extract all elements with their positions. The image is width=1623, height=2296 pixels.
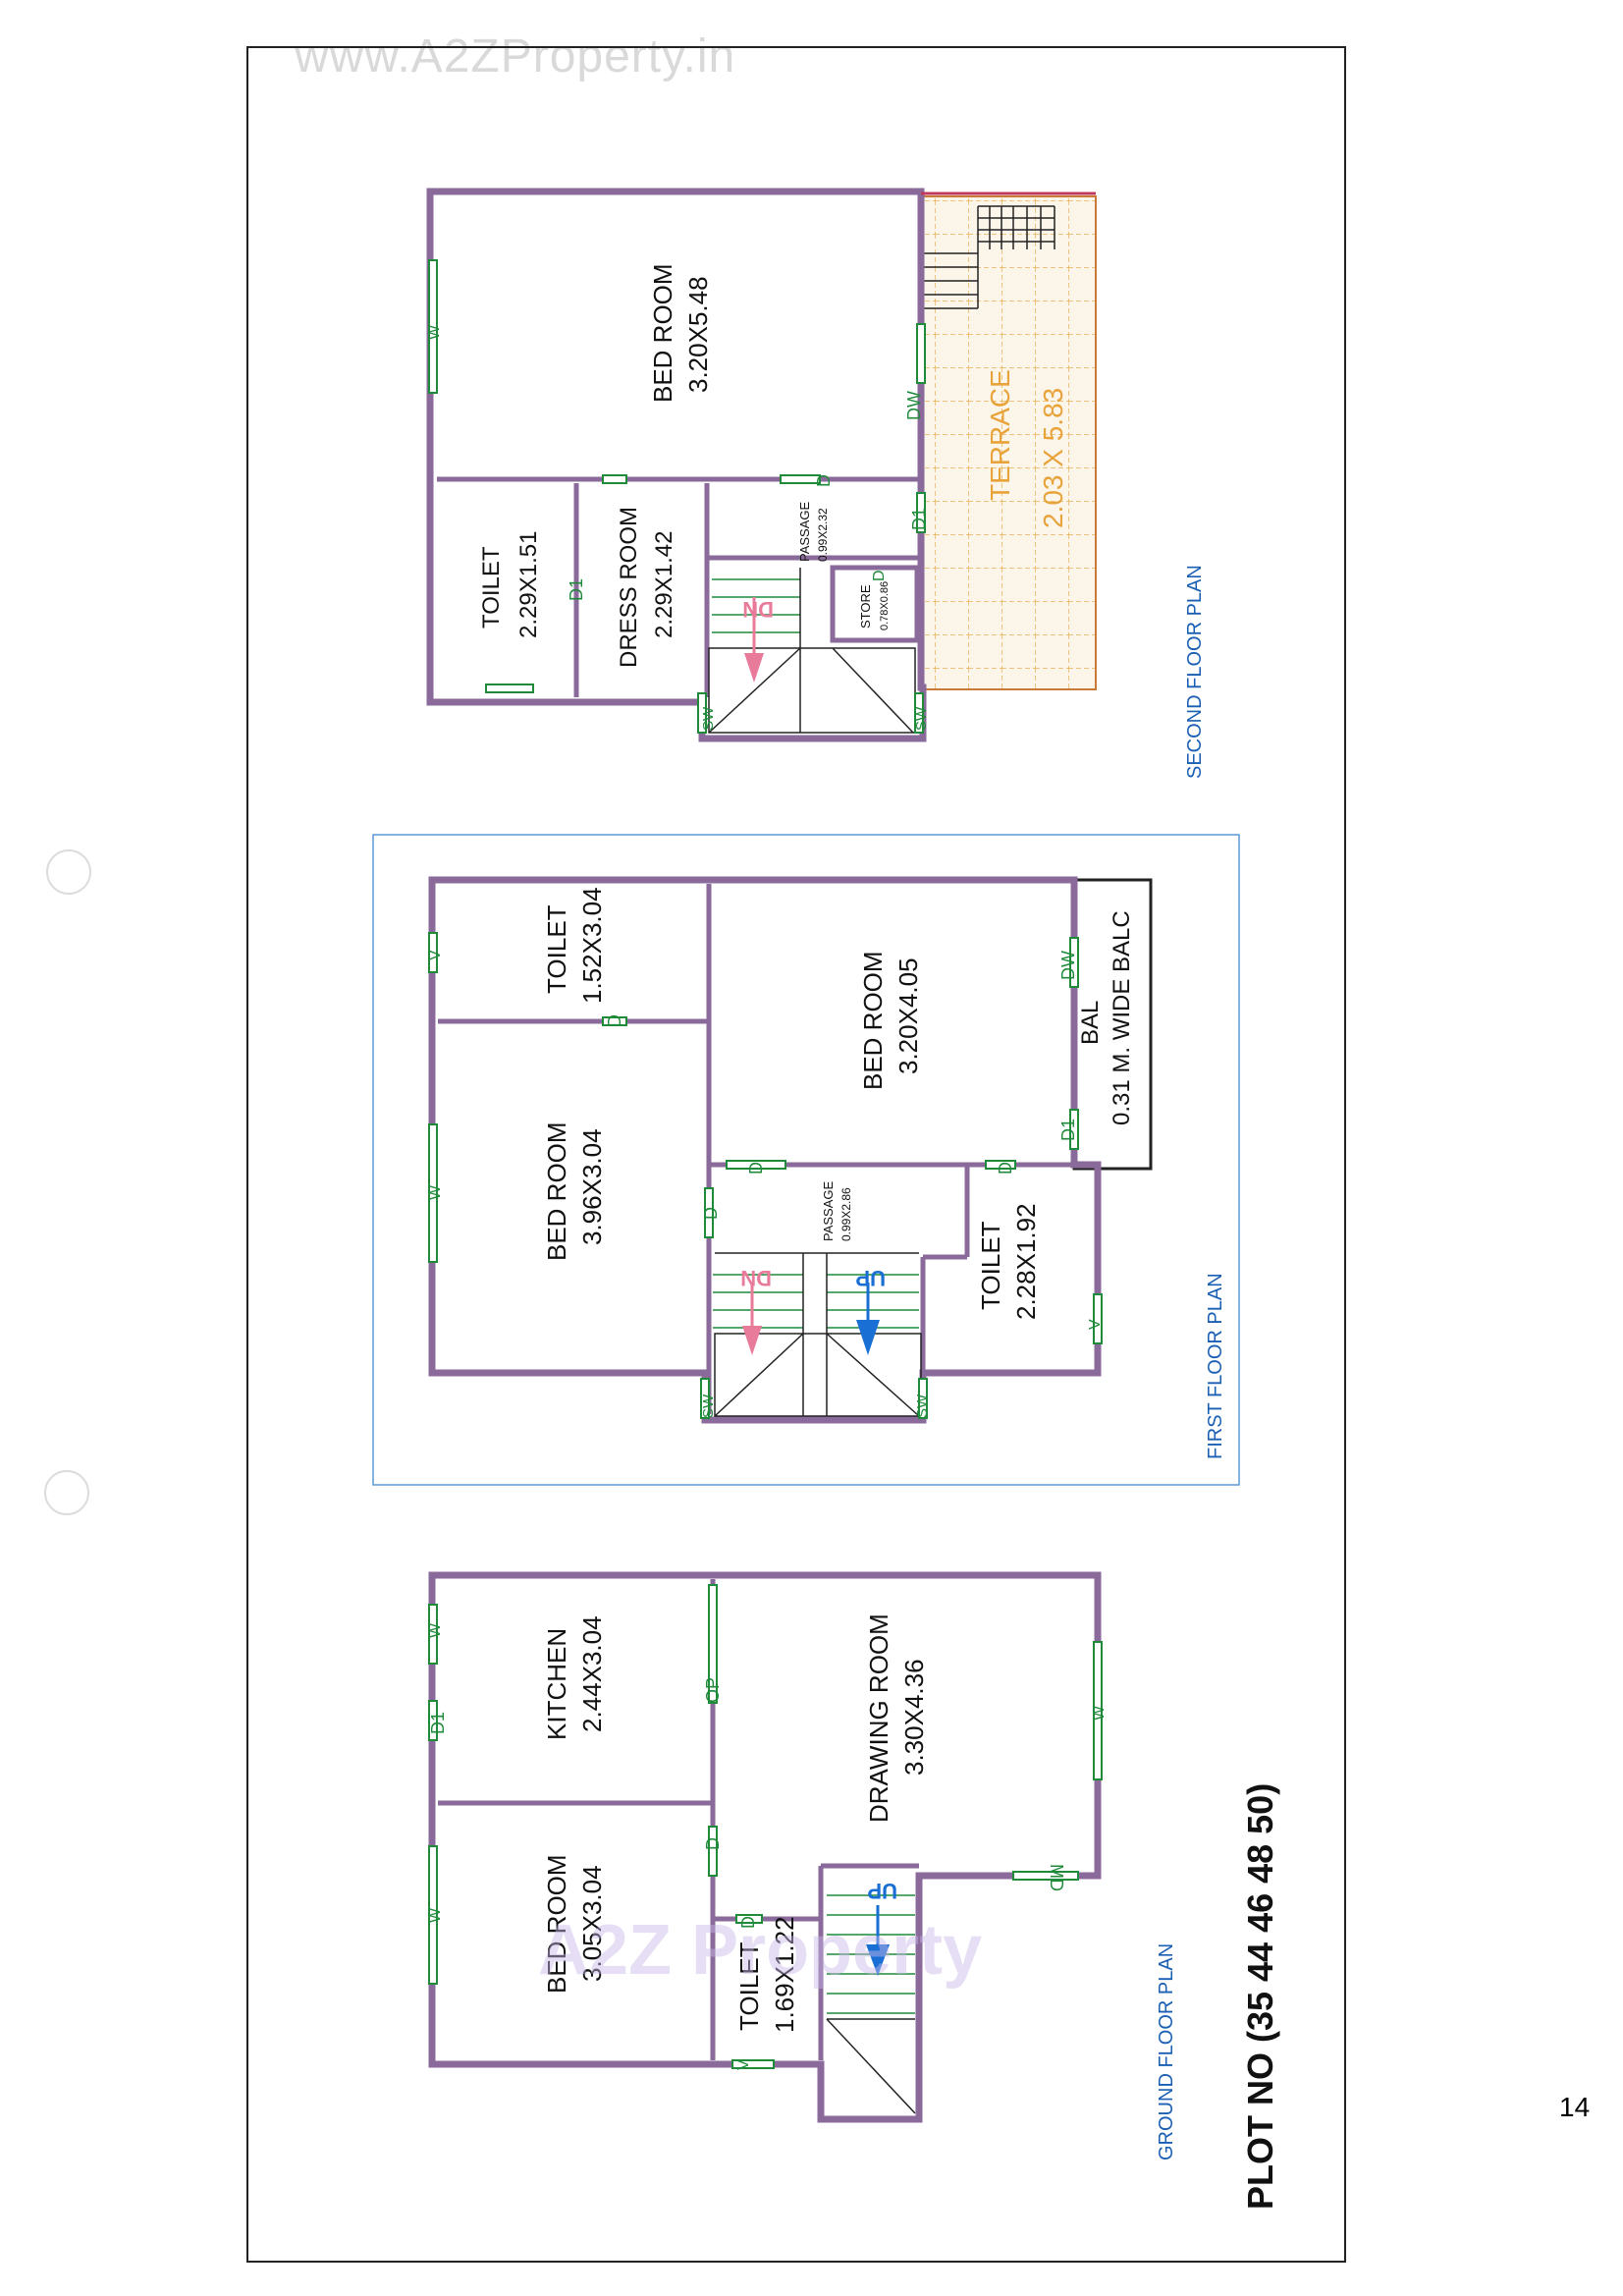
ff-mark-d-bed: D [746,1162,766,1175]
sf-terrace-size: 2.03 X 5.83 [1038,388,1068,528]
ff-mark-d-toilet: D [605,1014,624,1027]
terrace-floor [922,195,1097,690]
ground-floor-caption: GROUND FLOOR PLAN [1156,1943,1177,2160]
watermark-site: www.A2ZProperty.in [295,30,736,82]
ff-mark-d1: D1 [1058,1119,1078,1141]
ff-bedroom-left-name: BED ROOM [542,1121,571,1261]
sf-passage-size: 0.99X2.32 [816,508,830,562]
ff-mark-d-toilet2: D [996,1162,1015,1175]
sf-toilet-name: TOILET [478,546,505,629]
page-border [246,46,1346,2263]
second-floor-caption: SECOND FLOOR PLAN [1184,565,1206,779]
first-floor-frame [372,834,1240,1486]
second-floor-internal-walls [437,476,921,697]
watermark-logo: A2Z Property [538,1911,982,1990]
ff-toilet-bottom-name: TOILET [976,1221,1005,1310]
ff-mark-dn: DN [740,1266,772,1290]
sf-mark-d1-toilet: D1 [567,578,586,601]
second-floor-plan: W D1 D DW D1 D SW SW DN BED ROOM 3.20X5.… [426,188,1206,779]
first-floor-plan: V W D DW D1 D D D V SW SW DN UP TOILET 1… [372,834,1240,1486]
gf-toilet-name: TOILET [734,1941,764,2031]
ff-toilet-top-name: TOILET [542,904,571,994]
gf-mark-md: MD [1047,1864,1066,1891]
punch-hole-top [46,849,91,895]
sf-bedroom-size: 3.20X5.48 [683,276,713,393]
gf-drawing-size: 3.30X4.36 [899,1659,929,1776]
gf-kitchen-name: KITCHEN [542,1628,571,1740]
sf-store-name: STORE [858,584,873,629]
first-floor-caption: FIRST FLOOR PLAN [1205,1273,1226,1459]
ff-toilet-top-size: 1.52X3.04 [577,887,607,1004]
ground-floor-outer-wall [428,1571,1102,2123]
ff-mark-sw-left: SW [700,1394,717,1418]
ff-mark-sw-right: SW [914,1394,931,1418]
sf-mark-d-store: D [871,570,888,581]
sf-dress-name: DRESS ROOM [616,507,642,668]
gf-bedroom-name: BED ROOM [542,1854,571,1994]
first-floor-outer-wall [428,876,1102,1424]
sf-mark-dw: DW [904,391,924,420]
sf-passage-name: PASSAGE [797,501,812,562]
sf-dress-size: 2.29X1.42 [651,531,677,638]
ff-balcony-name: BAL [1077,1001,1104,1045]
sf-store-size: 0.78X0.86 [879,581,891,630]
gf-mark-d1: D1 [428,1712,448,1734]
ff-bedroom-left-size: 3.96X3.04 [577,1128,607,1245]
gf-mark-w-bed: W [427,1907,444,1923]
ff-mark-v-right: V [1087,1319,1104,1330]
sf-terrace-name: TERRACE [985,369,1015,501]
first-floor-stair [713,1274,919,1329]
terrace-stair [923,205,1055,309]
gf-mark-d: D [703,1837,723,1850]
plot-title: PLOT NO (35 44 46 48 50) [1240,1783,1280,2210]
sf-mark-w: W [426,324,443,340]
second-floor-stair [712,578,800,633]
gf-toilet-size: 1.69X1.22 [770,1916,799,2033]
sf-mark-dn: DN [742,597,774,622]
gf-bedroom-size: 3.05X3.04 [577,1865,607,1982]
ff-balcony-size: 0.31 M. WIDE BALC [1109,910,1135,1125]
sf-toilet-size: 2.29X1.51 [515,531,542,638]
gf-mark-v: V [735,2059,752,2070]
gf-drawing-name: DRAWING ROOM [864,1613,893,1823]
ff-mark-v-top: V [427,950,444,960]
page-number: 14 [1559,2092,1591,2122]
ff-bedroom-right-name: BED ROOM [858,951,888,1090]
sf-mark-d1-terrace: D1 [909,508,929,530]
second-floor-window-w [428,259,438,394]
ff-mark-up: UP [855,1266,886,1290]
ff-mark-d-bed-left: D [701,1207,721,1220]
ff-bedroom-right-size: 3.20X4.05 [893,957,923,1074]
gf-mark-up: UP [867,1879,897,1903]
sf-mark-sw-left: SW [700,706,717,731]
ground-floor-plan: W D1 OP W D W MD D V UP KITCHEN 2.44X3.0… [427,1571,1177,2160]
ff-toilet-bottom-size: 2.28X1.92 [1011,1203,1041,1320]
sf-mark-d: D [814,474,834,487]
gf-mark-op: OP [703,1677,723,1703]
sf-bedroom-name: BED ROOM [648,263,677,403]
gf-mark-d-toilet: D [738,1916,758,1929]
ff-passage-size: 0.99X2.86 [839,1187,853,1241]
gf-kitchen-size: 2.44X3.04 [577,1615,607,1732]
punch-hole-bottom [44,1470,89,1515]
gf-mark-w-drawing: W [1091,1705,1108,1721]
sf-mark-sw-right: SW [913,706,930,731]
ff-mark-dw: DW [1058,951,1078,980]
ff-mark-w-left: W [427,1184,444,1200]
ff-passage-name: PASSAGE [821,1180,836,1241]
gf-mark-w-kitchen: W [427,1622,444,1638]
